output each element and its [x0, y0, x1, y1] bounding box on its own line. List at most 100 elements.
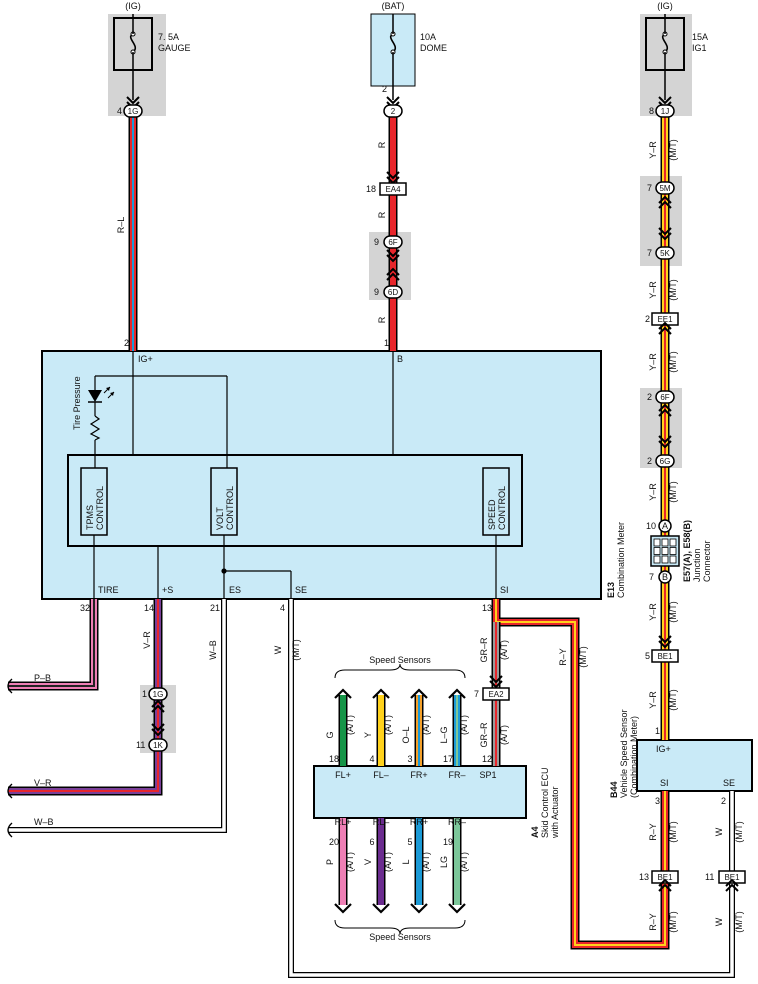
pin-be1-se: 11: [705, 872, 714, 882]
lbl-yr-mt-2: (M/T): [668, 351, 678, 373]
chev-be1-si-a: [658, 883, 672, 892]
lbl-ry-mt-3: (M/T): [668, 911, 678, 933]
lbl-grr-1: GR–R: [479, 637, 489, 663]
ecu-speed-sensors-top: Speed Sensors: [369, 655, 431, 665]
ecu-top-label-2: FR+: [410, 770, 427, 780]
meter-label-tire: TIRE: [98, 585, 119, 595]
ecu-top-label-1: FL–: [373, 770, 389, 780]
junction-a-circle: [658, 519, 672, 533]
pin-1g-top: 4: [117, 106, 122, 116]
meter-pin-se: 4: [280, 603, 285, 613]
lbl-ry-3: R–Y: [648, 913, 658, 931]
conn-2-dome-code: 2: [391, 107, 396, 116]
vss-name-2: (Combination Meter): [629, 716, 639, 798]
junction-name-1: Junction: [692, 548, 702, 582]
meter-pin-igp: 2: [124, 338, 129, 348]
pin-6f-right: 2: [647, 392, 652, 402]
pin-1k: 11: [136, 740, 145, 750]
lbl-grr-at-2: (A/T): [499, 725, 509, 745]
lbl-yr-3: Y–R: [648, 483, 658, 501]
conn-6g-shape: [655, 454, 675, 468]
lbl-yr-0: Y–R: [648, 141, 658, 159]
conn-6f-top-shape: [383, 235, 403, 249]
pin-6d: 9: [374, 287, 379, 297]
wire-s-vr-core: [8, 599, 161, 794]
ecu-name-2: with Actuator: [550, 786, 560, 839]
pin-6f-top: 9: [374, 237, 379, 247]
pin-2-dome: 2: [382, 84, 387, 94]
fuse-gauge-rating: 7. 5A: [158, 32, 179, 42]
fuse-ig1: [645, 14, 685, 100]
conn-5k-code: 5K: [660, 249, 670, 258]
lbl-yr-5: Y–R: [648, 691, 658, 709]
pin-6g: 2: [647, 456, 652, 466]
lbl-grr-at-1: (A/T): [499, 640, 509, 660]
lbl-vr: V–R: [34, 778, 52, 788]
ecu-top-at-2: (A/T): [421, 715, 431, 735]
meter-id: E13: [606, 582, 616, 598]
lbl-ry-1: R–Y: [558, 648, 568, 666]
skid-control-ecu-box: [313, 765, 527, 819]
conn-6g-code: 6G: [660, 457, 671, 466]
ecu-bot-label-2: RR+: [410, 817, 428, 827]
conn-5m-code: 5M: [659, 184, 670, 193]
ecu-name-1: Skid Control ECU: [540, 767, 550, 838]
ecu-top-arrow-1: [372, 688, 390, 699]
chev-ee1-a: [658, 326, 672, 335]
vss-pin-se: 2: [721, 796, 726, 806]
volt-label-2: CONTROL: [225, 486, 235, 530]
vss-label-ig: IG+: [656, 744, 671, 754]
ecu-top-wire-3: L–G: [439, 726, 449, 743]
meter-label-b: B: [397, 354, 403, 364]
ecu-bot-arrow-0: [334, 903, 352, 914]
chev-be1-se-a: [725, 883, 739, 892]
meter-internal-lines: [93, 351, 497, 599]
ecu-top-arrow-2: [410, 688, 428, 699]
junction-b-pin: 7: [649, 572, 654, 582]
wire-end-mark-2: [7, 822, 13, 838]
conn-2-dome-shape: [383, 104, 403, 118]
pin-ea4: 18: [366, 184, 376, 194]
vss-pin-ig: 1: [655, 726, 660, 736]
lbl-w-mt-3: (M/T): [734, 911, 744, 933]
junction-cell: [661, 547, 669, 555]
junction-cell: [653, 538, 661, 547]
meter-pin-s: 14: [144, 603, 154, 613]
speed-label-2: CONTROL: [497, 486, 507, 530]
lbl-vr-side: V–R: [142, 631, 152, 649]
fuse-gauge: [113, 14, 153, 100]
pin-1g-left: 1: [142, 689, 147, 699]
junction-cell: [669, 538, 677, 547]
meter-junction-dot: [221, 568, 227, 574]
lbl-pb: P–B: [34, 673, 51, 683]
lbl-wb: W–B: [34, 817, 54, 827]
junction-cell: [653, 547, 661, 555]
chev-ea4-a: [386, 171, 400, 180]
ecu-top-label-0: FL+: [335, 770, 351, 780]
fuse-gauge-name: GAUGE: [158, 43, 191, 53]
conn-ea4-code: EA4: [385, 185, 401, 194]
chev-6f-6d-b-b: [386, 267, 400, 276]
ecu-bot-label-0: RL+: [335, 817, 352, 827]
fuse-ig1-rating: 15A: [692, 32, 708, 42]
fuse-gauge-shade: [108, 14, 166, 116]
chev-6f-6g-a-a: [658, 408, 672, 417]
conn-6f-right-shape: [655, 390, 675, 404]
junction-id: E57(A), E58(B): [682, 520, 692, 582]
junction-b-circle: [658, 570, 672, 584]
chev-be1-top-b: [658, 640, 672, 649]
lbl-w-side: W: [273, 645, 283, 654]
lbl-rl: R–L: [116, 217, 126, 234]
conn-ea2-shape: [482, 687, 510, 701]
ecu-top-arrow-3: [448, 688, 466, 699]
wire-end-mark-1: [7, 783, 13, 799]
chev-1g-1k-b-b: [151, 728, 165, 737]
fuse-dome-name: DOME: [420, 43, 447, 53]
lbl-r-3: R: [377, 316, 387, 323]
meter-label-igp: IG+: [138, 354, 153, 364]
ecu-bot-at-3: (A/T): [459, 852, 469, 872]
conn-ea2-code: EA2: [488, 690, 504, 699]
ecu-bot-wire-1: V: [363, 859, 373, 865]
lbl-w-mt: (M/T): [291, 639, 301, 661]
ecu-top-at-0: (A/T): [345, 715, 355, 735]
